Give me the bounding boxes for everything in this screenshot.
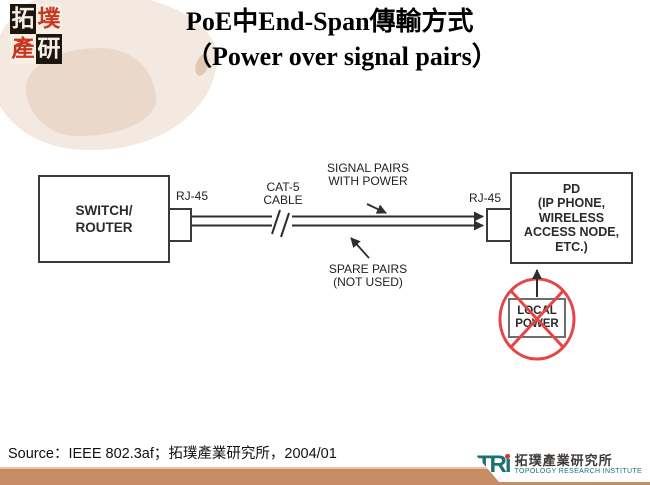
tri-chinese-name: 拓璞產業研究所	[514, 452, 613, 468]
spare-pairs-label: SPARE PAIRS (NOT USED)	[328, 262, 408, 289]
pd-box: PD (IP PHONE, WIRELESS ACCESS NODE, ETC.…	[510, 172, 633, 264]
slide-title: PoE中End-Span傳輸方式 （Power over signal pair…	[186, 4, 498, 74]
rj45-label-left: RJ-45	[175, 189, 208, 203]
footer-bar	[0, 467, 650, 485]
rj45-connector-right	[486, 208, 512, 242]
company-seal-logo: 拓 墣 產 研	[10, 4, 62, 64]
cat5-cable-label: CAT-5 CABLE	[263, 180, 303, 207]
seal-char-bottom-left: 產	[10, 34, 36, 64]
title-line-1: PoE中End-Span傳輸方式	[186, 7, 474, 36]
local-power-box: LOCAL POWER	[508, 298, 566, 338]
source-citation: Source：IEEE 802.3af；拓璞產業研究所，2004/01	[8, 446, 337, 462]
signal-pairs-label: SIGNAL PAIRS WITH POWER	[326, 161, 410, 188]
tri-logo-plate: TRi 拓璞產業研究所 TOPOLOGY RESEARCH INSTITUTE	[469, 447, 650, 482]
seal-char-top-right: 墣	[36, 4, 62, 34]
switch-router-box: SWITCH/ ROUTER	[38, 175, 170, 263]
spare-pairs-arrow	[350, 237, 370, 259]
signal-pairs-arrow	[366, 203, 387, 214]
tri-logo-names: 拓璞產業研究所 TOPOLOGY RESEARCH INSTITUTE	[515, 454, 642, 476]
tri-logo-dot-icon	[504, 453, 510, 459]
cable-break-marks	[271, 209, 292, 238]
title-line-2: （Power over signal pairs）	[186, 42, 498, 71]
rj45-label-right: RJ-45	[468, 191, 501, 205]
seal-char-top-left: 拓	[10, 4, 36, 34]
cat5-cable-lines	[192, 211, 484, 231]
local-power-label: LOCAL POWER	[515, 305, 559, 330]
pd-label: PD (IP PHONE, WIRELESS ACCESS NODE, ETC.…	[523, 181, 620, 254]
seal-char-bottom-right: 研	[36, 34, 62, 64]
switch-router-label: SWITCH/ ROUTER	[75, 203, 133, 235]
tri-english-name: TOPOLOGY RESEARCH INSTITUTE	[514, 468, 642, 476]
rj45-connector-left	[168, 208, 192, 242]
